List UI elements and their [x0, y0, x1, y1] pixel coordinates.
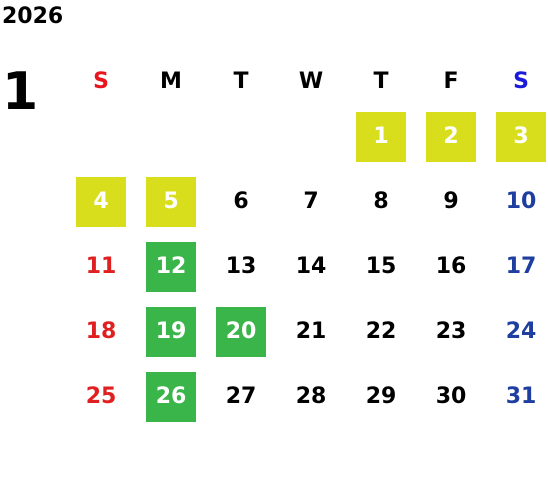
day-cell[interactable]: 18 [66, 299, 136, 364]
day-number: 29 [365, 384, 397, 409]
day-cell[interactable]: 9 [416, 169, 486, 234]
highlighted-day-green: 19 [146, 306, 196, 357]
day-number: 7 [303, 189, 319, 214]
day-cell[interactable]: 3 [486, 104, 548, 169]
week-row: 11 12 13 14 15 16 17 [66, 234, 548, 299]
day-number: 25 [85, 384, 117, 409]
empty-day-cell [206, 104, 276, 169]
day-cell[interactable]: 13 [206, 234, 276, 299]
weekday-header-tuesday: T [233, 68, 249, 94]
day-cell[interactable]: 2 [416, 104, 486, 169]
day-number: 6 [233, 189, 249, 214]
day-cell[interactable]: 17 [486, 234, 548, 299]
day-number: 9 [443, 189, 459, 214]
year-label: 2026 [2, 4, 64, 29]
highlighted-day-green: 26 [146, 371, 196, 422]
day-cell[interactable]: 15 [346, 234, 416, 299]
weekday-header-thursday: T [373, 68, 389, 94]
month-number: 1 [2, 62, 39, 122]
day-number: 17 [505, 254, 537, 279]
day-cell[interactable]: 7 [276, 169, 346, 234]
day-cell[interactable]: 31 [486, 364, 548, 429]
highlighted-day-yellow: 3 [496, 111, 546, 162]
day-cell[interactable]: 19 [136, 299, 206, 364]
empty-day-cell [276, 104, 346, 169]
day-cell[interactable]: 28 [276, 364, 346, 429]
day-number: 13 [225, 254, 257, 279]
highlighted-day-green: 20 [216, 306, 266, 357]
week-row: 18 19 20 21 22 23 24 [66, 299, 548, 364]
day-number: 11 [85, 254, 117, 279]
day-cell[interactable]: 4 [66, 169, 136, 234]
weekday-header-saturday: S [513, 68, 529, 94]
day-cell[interactable]: 6 [206, 169, 276, 234]
weekday-header-friday: F [443, 68, 459, 94]
weekday-header-row: S M T W T F S [66, 58, 548, 104]
day-cell[interactable]: 21 [276, 299, 346, 364]
day-number: 16 [435, 254, 467, 279]
highlighted-day-yellow: 4 [76, 176, 126, 227]
day-cell[interactable]: 14 [276, 234, 346, 299]
day-number: 22 [365, 319, 397, 344]
day-cell[interactable]: 30 [416, 364, 486, 429]
day-number: 21 [295, 319, 327, 344]
day-cell[interactable]: 22 [346, 299, 416, 364]
day-number: 24 [505, 319, 537, 344]
day-cell[interactable]: 27 [206, 364, 276, 429]
day-number: 23 [435, 319, 467, 344]
highlighted-day-green: 12 [146, 241, 196, 292]
day-cell[interactable]: 12 [136, 234, 206, 299]
weekday-header-monday: M [160, 68, 182, 94]
day-cell[interactable]: 16 [416, 234, 486, 299]
empty-day-cell [136, 104, 206, 169]
day-number: 10 [505, 189, 537, 214]
day-number: 28 [295, 384, 327, 409]
day-number: 14 [295, 254, 327, 279]
day-cell[interactable]: 26 [136, 364, 206, 429]
empty-day-cell [66, 104, 136, 169]
day-cell[interactable]: 24 [486, 299, 548, 364]
weekday-header-wednesday: W [298, 68, 324, 94]
day-number: 27 [225, 384, 257, 409]
day-cell[interactable]: 25 [66, 364, 136, 429]
day-cell[interactable]: 5 [136, 169, 206, 234]
day-cell[interactable]: 29 [346, 364, 416, 429]
highlighted-day-yellow: 1 [356, 111, 406, 162]
day-number: 8 [373, 189, 389, 214]
weekday-header-sunday: S [93, 68, 109, 94]
day-cell[interactable]: 1 [346, 104, 416, 169]
highlighted-day-yellow: 2 [426, 111, 476, 162]
day-cell[interactable]: 8 [346, 169, 416, 234]
day-number: 15 [365, 254, 397, 279]
day-number: 31 [505, 384, 537, 409]
day-cell[interactable]: 10 [486, 169, 548, 234]
day-number: 18 [85, 319, 117, 344]
highlighted-day-yellow: 5 [146, 176, 196, 227]
day-cell[interactable]: 20 [206, 299, 276, 364]
week-row: 25 26 27 28 29 30 31 [66, 364, 548, 429]
day-cell[interactable]: 11 [66, 234, 136, 299]
day-cell[interactable]: 23 [416, 299, 486, 364]
day-number: 30 [435, 384, 467, 409]
